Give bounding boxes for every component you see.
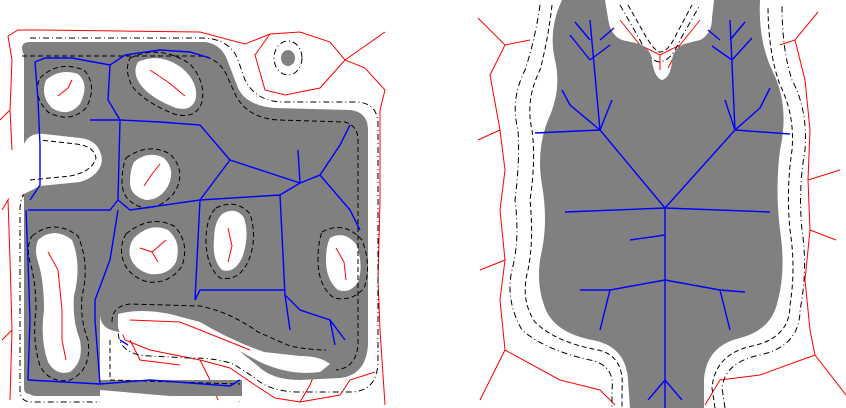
- left-interior-skeleton: [25, 49, 361, 387]
- right-exterior-skeleton: [477, 11, 846, 406]
- right-dashed-offset: [524, 4, 794, 408]
- left-panel: [0, 29, 386, 408]
- left-region-fill: [24, 48, 364, 394]
- left-hole-skeletons: [47, 69, 347, 361]
- right-interior-skeleton: [534, 19, 791, 408]
- right-outer-outline: [509, 4, 806, 408]
- right-panel: [477, 0, 846, 408]
- left-island: [273, 40, 303, 76]
- left-dashed-offsets: [22, 51, 368, 385]
